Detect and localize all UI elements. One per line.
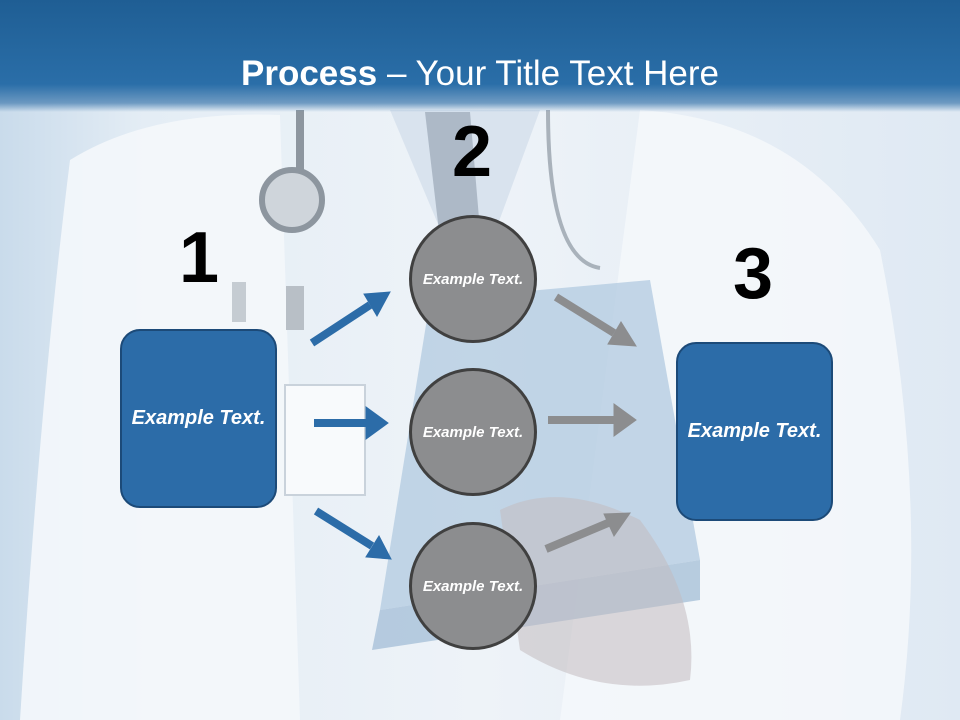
step-number-2: 2 <box>451 112 493 192</box>
step-2-circle-bottom[interactable]: Example Text. <box>409 522 537 650</box>
step-3-text: Example Text. <box>687 420 822 442</box>
title-rest: – Your Title Text Here <box>377 54 719 93</box>
step-1-text: Example Text. <box>131 407 266 429</box>
step-1-box[interactable]: Example Text. <box>120 329 277 508</box>
step-2-circle-top[interactable]: Example Text. <box>409 215 537 343</box>
step-number-1: 1 <box>178 218 220 298</box>
arrow-1-to-middle-circle <box>314 406 389 440</box>
step-2-circle-middle[interactable]: Example Text. <box>409 368 537 496</box>
arrow-bottom-circle-to-3 <box>544 512 631 553</box>
arrow-1-to-bottom-circle <box>313 507 392 560</box>
arrow-middle-circle-to-3 <box>548 403 637 437</box>
arrow-1-to-top-circle <box>309 291 391 347</box>
step-2-circle-top-text: Example Text. <box>422 270 524 288</box>
title-band <box>0 0 960 112</box>
step-2-circle-bottom-text: Example Text. <box>422 577 524 595</box>
title-bold-word: Process <box>241 54 378 93</box>
slide-title: Process – Your Title Text Here <box>0 52 960 96</box>
arrow-top-circle-to-3 <box>553 293 637 347</box>
step-number-3: 3 <box>732 234 774 314</box>
step-2-circle-middle-text: Example Text. <box>422 423 524 441</box>
step-3-box[interactable]: Example Text. <box>676 342 833 521</box>
